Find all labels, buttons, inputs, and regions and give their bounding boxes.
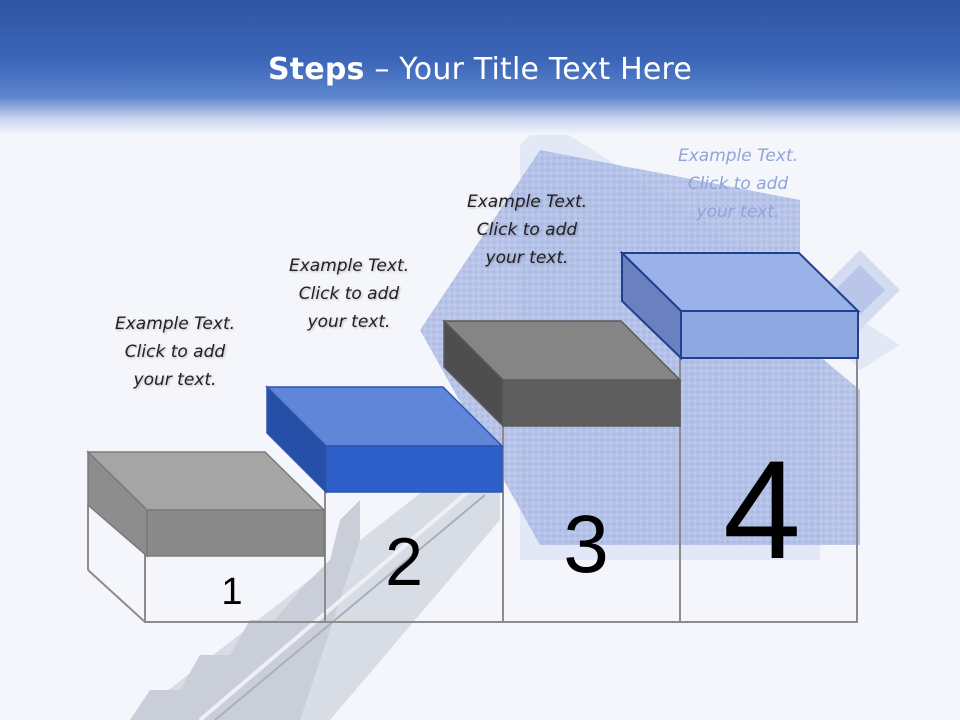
- step-3-caption[interactable]: Example Text. Click to add your text.: [432, 188, 622, 272]
- step-2-block[interactable]: [265, 385, 504, 494]
- key-icon: [130, 470, 500, 720]
- step-4-number: 4: [723, 431, 801, 588]
- step-4-caption-line-3: your text.: [696, 202, 780, 222]
- step-2-caption-line-2: Click to add: [298, 284, 400, 304]
- step-4-caption-line-1: Example Text.: [677, 146, 799, 166]
- step-1-base-diagonal: [87, 569, 146, 623]
- step-4-caption[interactable]: Example Text. Click to add your text.: [643, 142, 833, 226]
- step-1-caption-line-1: Example Text.: [114, 314, 236, 334]
- step-2-caption[interactable]: Example Text. Click to add your text.: [254, 252, 444, 336]
- step-2-caption-line-1: Example Text.: [288, 256, 410, 276]
- step-2-number: 2: [385, 524, 423, 600]
- step-2-caption-line-3: your text.: [307, 312, 391, 332]
- slide-title[interactable]: Steps – Your Title Text Here: [0, 52, 960, 87]
- step-3-caption-line-2: Click to add: [476, 220, 578, 240]
- step-1-block[interactable]: [86, 450, 326, 558]
- step-1-number: 1: [221, 571, 242, 613]
- step-3-caption-line-3: your text.: [485, 248, 569, 268]
- step-3-block[interactable]: [442, 319, 682, 428]
- step-1-caption-line-3: your text.: [133, 370, 217, 390]
- title-bold: Steps: [267, 52, 365, 87]
- step-3-caption-line-1: Example Text.: [466, 192, 588, 212]
- step-1-caption-line-2: Click to add: [124, 342, 226, 362]
- step-1-caption[interactable]: Example Text. Click to add your text.: [80, 310, 270, 394]
- step-3-number: 3: [563, 499, 609, 590]
- step-4-caption-line-2: Click to add: [687, 174, 789, 194]
- title-bar: [0, 0, 960, 135]
- step-4-block[interactable]: [619, 250, 861, 361]
- title-rest: – Your Title Text Here: [364, 52, 693, 87]
